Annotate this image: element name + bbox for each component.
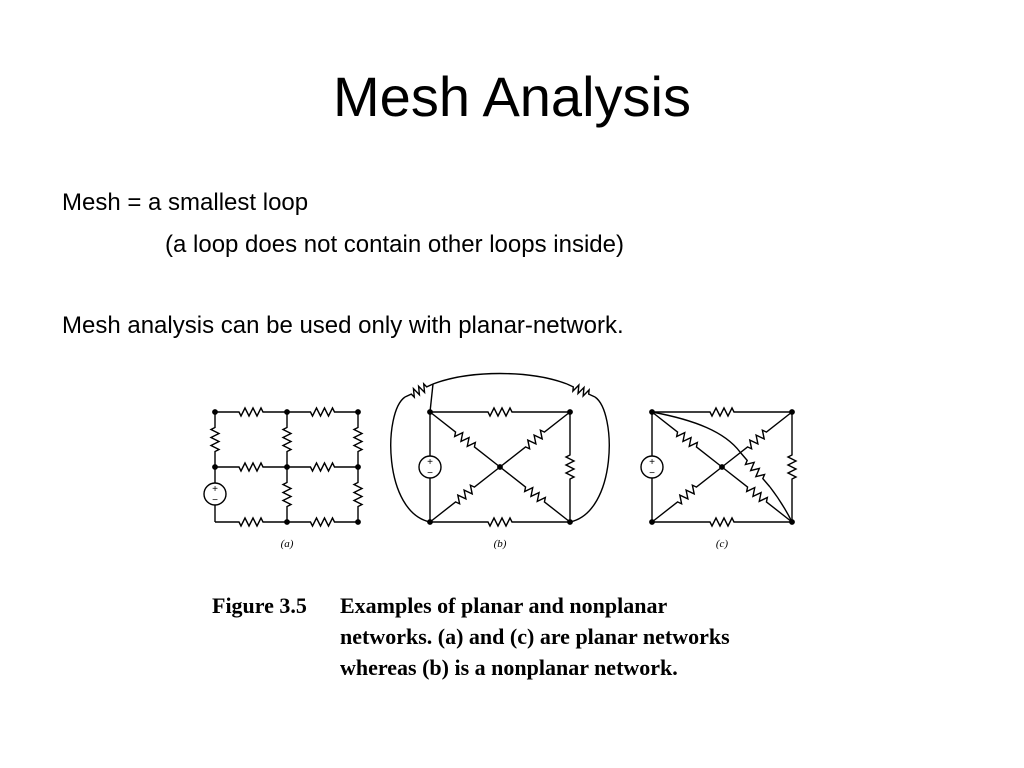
resistor-icon: [287, 516, 358, 528]
figure-caption-line: networks. (a) and (c) are planar network…: [340, 624, 730, 649]
junction-node: [212, 409, 218, 415]
resistor-icon: [281, 467, 293, 522]
source-minus-sign: −: [649, 468, 655, 479]
junction-node: [567, 519, 573, 525]
resistor-icon: [287, 461, 358, 473]
junction-node: [284, 409, 290, 415]
source-minus-sign: −: [212, 495, 218, 506]
circuit-diagrams: +−(a)+−(b)+−(c): [203, 372, 798, 550]
resistor-icon: [281, 412, 293, 467]
resistor-icon: [429, 466, 501, 523]
junction-node: [719, 464, 725, 470]
panel-label: (a): [281, 538, 294, 550]
resistor-icon: [564, 412, 576, 522]
resistor-icon: [215, 516, 287, 528]
figure-caption-text: Examples of planar and nonplanar network…: [340, 590, 730, 683]
resistor-icon: [652, 406, 792, 418]
resistor-icon: [566, 383, 596, 398]
wire: [769, 486, 793, 523]
junction-node: [284, 519, 290, 525]
resistor-icon: [651, 411, 723, 468]
mesh-definition: Mesh = a smallest loop: [62, 189, 309, 216]
junction-node: [789, 409, 795, 415]
resistor-icon: [652, 516, 792, 528]
resistor-icon: [404, 381, 434, 400]
junction-node: [567, 409, 573, 415]
source-plus-sign: +: [212, 484, 218, 495]
resistor-icon: [430, 516, 570, 528]
resistor-icon: [499, 466, 571, 523]
source-plus-sign: +: [649, 457, 655, 468]
panel-label: (b): [494, 538, 507, 550]
junction-node: [497, 464, 503, 470]
wire: [432, 372, 568, 385]
figure-caption-line: Examples of planar and nonplanar: [340, 593, 668, 618]
junction-node: [284, 464, 290, 470]
resistor-icon: [352, 467, 364, 522]
resistor-icon: [721, 466, 793, 523]
junction-node: [355, 409, 361, 415]
junction-node: [649, 409, 655, 415]
voltage-source-icon: [418, 455, 442, 479]
wire: [429, 383, 434, 413]
panel-label: (c): [716, 538, 729, 550]
planar-network-statement: Mesh analysis can be used only with plan…: [62, 312, 624, 339]
resistor-icon: [352, 412, 364, 467]
resistor-icon: [739, 451, 771, 488]
junction-node: [355, 464, 361, 470]
resistor-icon: [215, 461, 287, 473]
voltage-source-icon: [203, 482, 227, 506]
junction-node: [355, 519, 361, 525]
source-minus-sign: −: [427, 468, 433, 479]
wire: [569, 396, 610, 523]
junction-node: [427, 409, 433, 415]
resistor-icon: [429, 411, 501, 468]
figure-caption-label: Figure 3.5: [212, 593, 307, 618]
junction-node: [427, 519, 433, 525]
junction-node: [789, 519, 795, 525]
resistor-icon: [430, 406, 570, 418]
wire: [651, 411, 741, 453]
slide-title: Mesh Analysis: [333, 65, 691, 128]
resistor-icon: [651, 466, 723, 523]
circuit-figure: +−(a)+−(b)+−(c): [195, 372, 815, 552]
junction-node: [212, 464, 218, 470]
mesh-definition-note: (a loop does not contain other loops ins…: [165, 231, 624, 258]
resistor-icon: [209, 412, 221, 467]
resistor-icon: [287, 406, 358, 418]
resistor-icon: [786, 412, 798, 522]
figure-caption-line: whereas (b) is a nonplanar network.: [340, 655, 678, 680]
source-plus-sign: +: [427, 457, 433, 468]
junction-node: [649, 519, 655, 525]
voltage-source-icon: [640, 455, 664, 479]
resistor-icon: [215, 406, 287, 418]
resistor-icon: [721, 411, 793, 468]
resistor-icon: [499, 411, 571, 468]
wire: [390, 396, 431, 523]
